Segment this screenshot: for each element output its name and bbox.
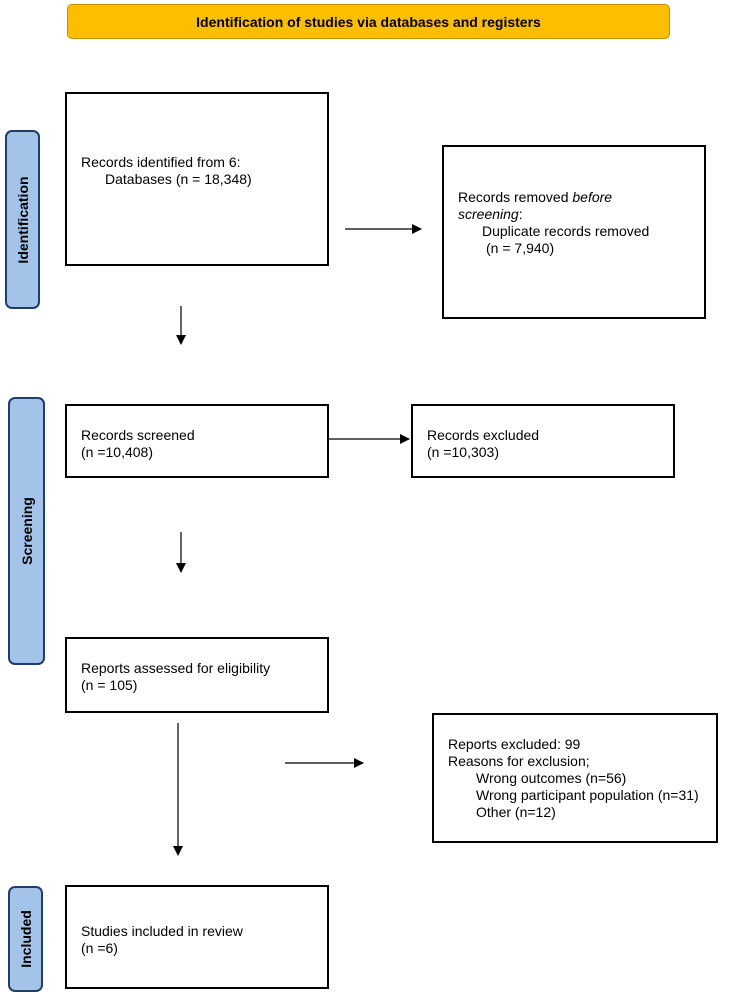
reports-assessed-title: Reports assessed for eligibility xyxy=(81,660,271,676)
studies-included-box: Studies included in review (n =6) xyxy=(65,885,329,989)
reports-excluded-reasons-heading: Reasons for exclusion; xyxy=(448,753,590,769)
stage-screening: Screening xyxy=(8,397,45,665)
stage-included: Included xyxy=(8,886,43,992)
records-excluded-title: Records excluded xyxy=(427,427,540,443)
records-excluded-box: Records excluded (n =10,303) xyxy=(411,404,675,478)
reports-assessed-count: (n = 105) xyxy=(81,677,138,693)
reason-item: Other (n=12) xyxy=(476,804,556,820)
records-removed-count: (n = 7,940) xyxy=(486,240,555,256)
records-identified-count: Databases (n = 18,348) xyxy=(105,171,252,187)
records-screened-title: Records screened xyxy=(81,427,195,443)
reports-assessed-box: Reports assessed for eligibility (n = 10… xyxy=(65,637,329,713)
header-title: Identification of studies via databases … xyxy=(196,13,541,30)
reports-excluded-title: Reports excluded: 99 xyxy=(448,736,581,752)
records-screened-box: Records screened (n =10,408) xyxy=(65,404,329,478)
studies-included-title: Studies included in review xyxy=(81,923,243,939)
header-banner: Identification of studies via databases … xyxy=(67,4,670,39)
records-identified-title: Records identified from 6: xyxy=(81,154,241,170)
reason-item: Wrong outcomes (n=56) xyxy=(476,770,627,786)
records-removed-title: Records removed before xyxy=(458,189,613,205)
records-removed-box: Records removed before screening: Duplic… xyxy=(442,145,706,319)
stage-identification: Identification xyxy=(5,130,40,309)
reports-excluded-box: Reports excluded: 99 Reasons for exclusi… xyxy=(432,713,718,843)
records-excluded-count: (n =10,303) xyxy=(427,444,499,460)
records-removed-reason: Duplicate records removed xyxy=(482,223,650,239)
records-removed-timing: screening: xyxy=(458,206,523,222)
reason-item: Wrong participant population (n=31) xyxy=(476,787,699,803)
records-identified-box: Records identified from 6: Databases (n … xyxy=(65,92,329,266)
records-screened-count: (n =10,408) xyxy=(81,444,153,460)
studies-included-count: (n =6) xyxy=(81,940,118,956)
